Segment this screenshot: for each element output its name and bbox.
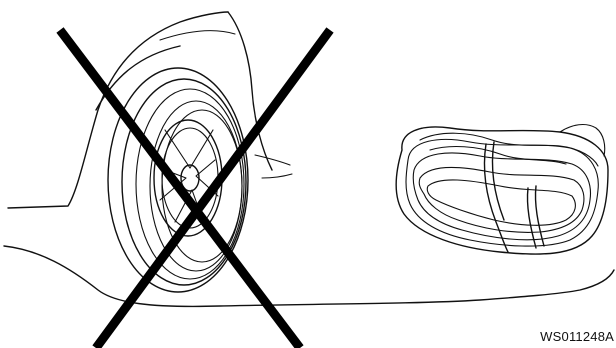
ground-line	[4, 246, 614, 306]
rope-coil	[396, 125, 608, 255]
figure-code: WS011248A	[540, 329, 614, 344]
